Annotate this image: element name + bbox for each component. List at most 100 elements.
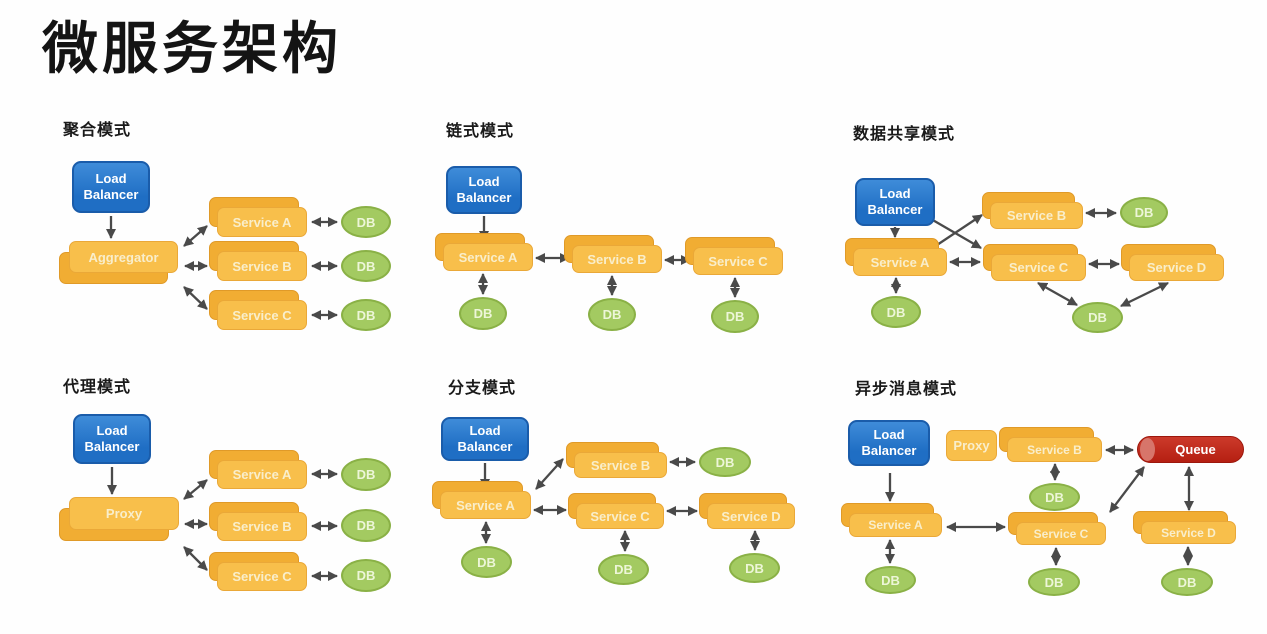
chain-db-c-label: DB bbox=[725, 309, 745, 324]
card: Service C bbox=[217, 562, 307, 591]
async-messaging-service-c-node: Service C bbox=[1008, 512, 1106, 545]
aggregation-service-a-node: Service A bbox=[209, 197, 307, 237]
data-sharing-service-c-label: Service C bbox=[1008, 260, 1069, 275]
aggregation-service-c-label: Service C bbox=[232, 307, 292, 323]
branch-service-d-label: Service D bbox=[721, 508, 781, 524]
data-sharing-db-shared-node: DB bbox=[1072, 302, 1123, 333]
aggregation-service-b-label: Service B bbox=[232, 258, 292, 274]
diagram-title-branch: 分支模式 bbox=[448, 380, 517, 397]
aggregation-db-a-node: DB bbox=[341, 206, 391, 238]
data-sharing-service-a-label: Service A bbox=[870, 254, 930, 270]
card: Service D bbox=[707, 503, 795, 529]
arrow-aggregation-aggregator-to-service-a bbox=[183, 225, 208, 247]
branch-load-balancer-label: Load Balancer bbox=[457, 422, 513, 454]
async-messaging-db-c-node: DB bbox=[1028, 568, 1080, 596]
async-messaging-db-a-label: DB bbox=[881, 572, 900, 588]
branch-service-a-node: Service A bbox=[432, 481, 531, 519]
cylinder-cap-icon bbox=[1140, 438, 1155, 461]
proxy-service-a-label: Service A bbox=[232, 467, 292, 482]
aggregation-db-c-node: DB bbox=[341, 299, 391, 331]
async-messaging-db-c-label: DB bbox=[1044, 574, 1064, 590]
proxy-db-a-node: DB bbox=[341, 458, 391, 491]
data-sharing-service-d-node: Service D bbox=[1121, 244, 1224, 281]
proxy-db-b-node: DB bbox=[341, 509, 391, 542]
card: Service A bbox=[217, 460, 307, 489]
arrow-proxy-proxy-to-service-a bbox=[183, 479, 208, 500]
aggregation-db-a-label: DB bbox=[356, 214, 376, 230]
aggregation-db-b-node: DB bbox=[341, 250, 391, 282]
proxy-load-balancer-node: Load Balancer bbox=[73, 414, 151, 464]
card: Service A bbox=[853, 248, 947, 276]
branch-db-a-label: DB bbox=[477, 554, 496, 570]
arrow-aggregation-aggregator-to-service-c bbox=[183, 286, 208, 310]
aggregation-aggregator-label: Aggregator bbox=[88, 249, 159, 265]
card: Service A bbox=[443, 243, 533, 271]
card: Service C bbox=[991, 254, 1086, 281]
proxy-proxy-node: Proxy bbox=[59, 497, 179, 541]
diagram-title-data-sharing: 数据共享模式 bbox=[853, 126, 956, 143]
card: Service D bbox=[1141, 521, 1236, 544]
card: Service B bbox=[217, 512, 307, 541]
arrow-data-sharing-service-c-to-db-shared bbox=[1037, 281, 1078, 307]
chain-db-b-label: DB bbox=[602, 307, 622, 322]
aggregation-db-b-label: DB bbox=[356, 258, 376, 274]
async-messaging-service-b-node: Service B bbox=[999, 427, 1102, 462]
branch-db-c-node: DB bbox=[598, 554, 649, 585]
data-sharing-service-b-node: Service B bbox=[982, 192, 1083, 229]
aggregation-service-c-node: Service C bbox=[209, 290, 307, 330]
card: Service A bbox=[849, 513, 942, 537]
data-sharing-service-b-label: Service B bbox=[1006, 208, 1067, 223]
async-messaging-load-balancer-label: Load Balancer bbox=[861, 426, 917, 458]
arrow-async-messaging-service-c-to-queue bbox=[1109, 466, 1145, 513]
chain-service-a-node: Service A bbox=[435, 233, 533, 271]
branch-db-d-label: DB bbox=[745, 560, 764, 576]
card: Service B bbox=[572, 245, 662, 273]
branch-service-b-node: Service B bbox=[566, 442, 667, 478]
proxy-service-a-node: Service A bbox=[209, 450, 307, 489]
proxy-db-a-label: DB bbox=[356, 467, 376, 482]
proxy-load-balancer-label: Load Balancer bbox=[84, 422, 140, 454]
async-messaging-db-a-node: DB bbox=[865, 566, 916, 594]
card: Service A bbox=[440, 491, 531, 519]
card: Service C bbox=[693, 247, 783, 275]
async-messaging-queue-node: Queue bbox=[1137, 436, 1244, 463]
data-sharing-load-balancer-label: Load Balancer bbox=[867, 185, 923, 217]
proxy-service-b-node: Service B bbox=[209, 502, 307, 541]
async-messaging-db-b-node: DB bbox=[1029, 483, 1080, 511]
chain-db-a-node: DB bbox=[459, 297, 507, 330]
card: Service B bbox=[990, 202, 1083, 229]
branch-db-c-label: DB bbox=[614, 562, 633, 577]
data-sharing-service-d-label: Service D bbox=[1146, 260, 1207, 275]
proxy-service-c-node: Service C bbox=[209, 552, 307, 591]
proxy-proxy-label: Proxy bbox=[105, 506, 143, 521]
card: Service C bbox=[576, 503, 664, 529]
aggregation-service-a-label: Service A bbox=[232, 214, 292, 230]
chain-load-balancer-node: Load Balancer bbox=[446, 166, 522, 214]
data-sharing-db-b-node: DB bbox=[1120, 197, 1168, 228]
card: Service B bbox=[574, 452, 667, 478]
arrow-data-sharing-service-d-to-db-shared bbox=[1120, 281, 1169, 308]
async-messaging-load-balancer-node: Load Balancer bbox=[848, 420, 930, 466]
chain-service-b-label: Service B bbox=[587, 251, 647, 267]
data-sharing-db-b-label: DB bbox=[1134, 205, 1154, 220]
page-title: 微服务架构 bbox=[42, 17, 342, 80]
async-messaging-service-d-label: Service D bbox=[1161, 525, 1216, 540]
card: Aggregator bbox=[69, 241, 178, 273]
diagram-title-chain: 链式模式 bbox=[446, 123, 515, 140]
card: Proxy bbox=[69, 497, 179, 530]
proxy-db-c-node: DB bbox=[341, 559, 391, 592]
card: Service A bbox=[217, 207, 307, 237]
chain-load-balancer-label: Load Balancer bbox=[456, 173, 512, 205]
diagram-title-aggregation: 聚合模式 bbox=[63, 122, 132, 139]
async-messaging-db-b-label: DB bbox=[1045, 489, 1064, 505]
proxy-service-c-label: Service C bbox=[232, 569, 292, 584]
branch-db-a-node: DB bbox=[461, 546, 512, 578]
async-messaging-service-c-label: Service C bbox=[1033, 526, 1089, 541]
data-sharing-load-balancer-node: Load Balancer bbox=[855, 178, 935, 226]
arrow-proxy-proxy-to-service-c bbox=[183, 546, 208, 571]
branch-db-d-node: DB bbox=[729, 553, 780, 583]
data-sharing-db-shared-label: DB bbox=[1088, 310, 1107, 325]
card: Service B bbox=[1007, 437, 1102, 462]
data-sharing-service-a-node: Service A bbox=[845, 238, 947, 276]
